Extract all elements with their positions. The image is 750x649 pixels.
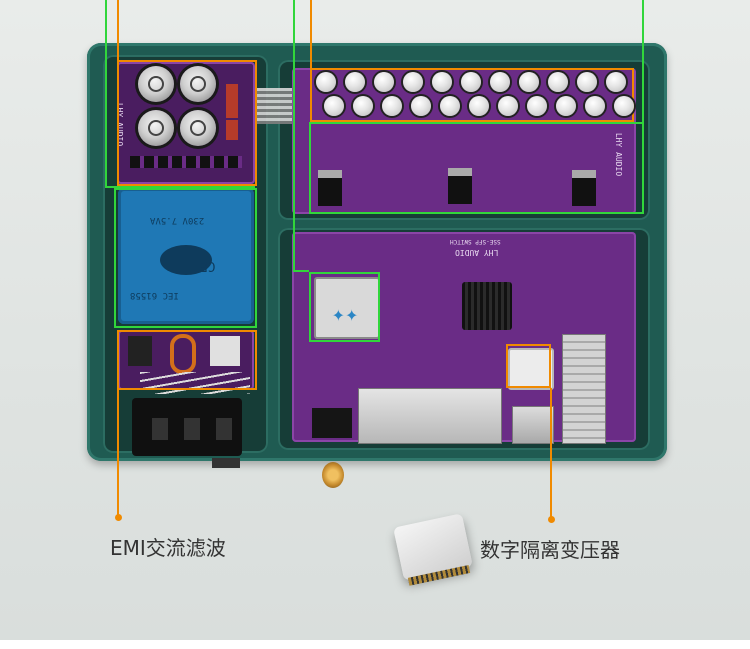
capacitor [180, 66, 216, 102]
inlet-pin [184, 418, 200, 440]
capacitor [345, 72, 365, 92]
callout-line-green [642, 0, 644, 214]
logo-icon: ✦✦ [331, 305, 359, 325]
capacitor [403, 72, 423, 92]
label-digital-isolation-transformer: 数字隔离变压器 [480, 538, 620, 562]
callout-box-oscillator [309, 272, 380, 342]
inlet-pin [216, 418, 232, 440]
capacitor [411, 96, 431, 116]
capacitor [353, 96, 373, 116]
callout-line-green [293, 270, 309, 272]
callout-box-emi [117, 330, 257, 390]
callout-box-regulators [309, 122, 644, 214]
callout-box-capacitors [310, 68, 634, 122]
voltage-regulator [572, 170, 596, 206]
voltage-regulator [318, 170, 342, 206]
capacitor [138, 66, 174, 102]
diode-row [130, 156, 242, 168]
voltage-regulator [448, 168, 472, 204]
callout-box-psu [117, 60, 257, 186]
transformer-logo [160, 245, 212, 275]
callout-box-isolation [506, 344, 551, 388]
resistor [226, 120, 238, 140]
capacitor [432, 72, 452, 92]
bottom-strip [0, 640, 750, 649]
capacitor [585, 96, 605, 116]
resistor [226, 84, 238, 118]
capacitor [382, 96, 402, 116]
ethernet-port [512, 406, 554, 444]
capacitor [614, 96, 634, 116]
oscillator-module [314, 277, 380, 339]
capacitor [548, 72, 568, 92]
capacitor [490, 72, 510, 92]
isolation-transformer [508, 348, 554, 390]
callout-line-orange [117, 0, 119, 60]
callout-dot-orange [115, 514, 122, 521]
callout-line-green [105, 186, 255, 188]
callout-line-green [105, 0, 107, 188]
capacitor [469, 96, 489, 116]
inlet-pin [152, 418, 168, 440]
callout-box-transformer [114, 188, 257, 328]
capacitor [440, 96, 460, 116]
switch-brand: LHY AUDIO [455, 248, 499, 257]
capacitor [577, 72, 597, 92]
callout-line-green [293, 0, 295, 272]
capacitor [519, 72, 539, 92]
usb-port [212, 458, 240, 468]
capacitor [316, 72, 336, 92]
callout-line-orange [550, 388, 552, 518]
capacitor [180, 110, 216, 146]
callout-line-orange [310, 0, 312, 68]
capacitor [527, 96, 547, 116]
capacitor [498, 96, 518, 116]
callout-line-orange [117, 390, 119, 516]
capacitor [374, 72, 394, 92]
capacitor [324, 96, 344, 116]
dc-jack [312, 408, 352, 438]
emi-terminal [210, 336, 240, 366]
heatsink [462, 282, 512, 330]
sfp-cage [562, 334, 606, 444]
bnc-connector [322, 462, 344, 488]
label-emi-filter: EMI交流滤波 [110, 536, 226, 560]
capacitor [556, 96, 576, 116]
capacitor [606, 72, 626, 92]
callout-dot-orange [548, 516, 555, 523]
emi-cap [128, 336, 152, 366]
capacitor [461, 72, 481, 92]
ethernet-port-block [358, 388, 502, 444]
switch-model: SSE-SFP SWITCH [450, 238, 501, 245]
capacitor [138, 110, 174, 146]
